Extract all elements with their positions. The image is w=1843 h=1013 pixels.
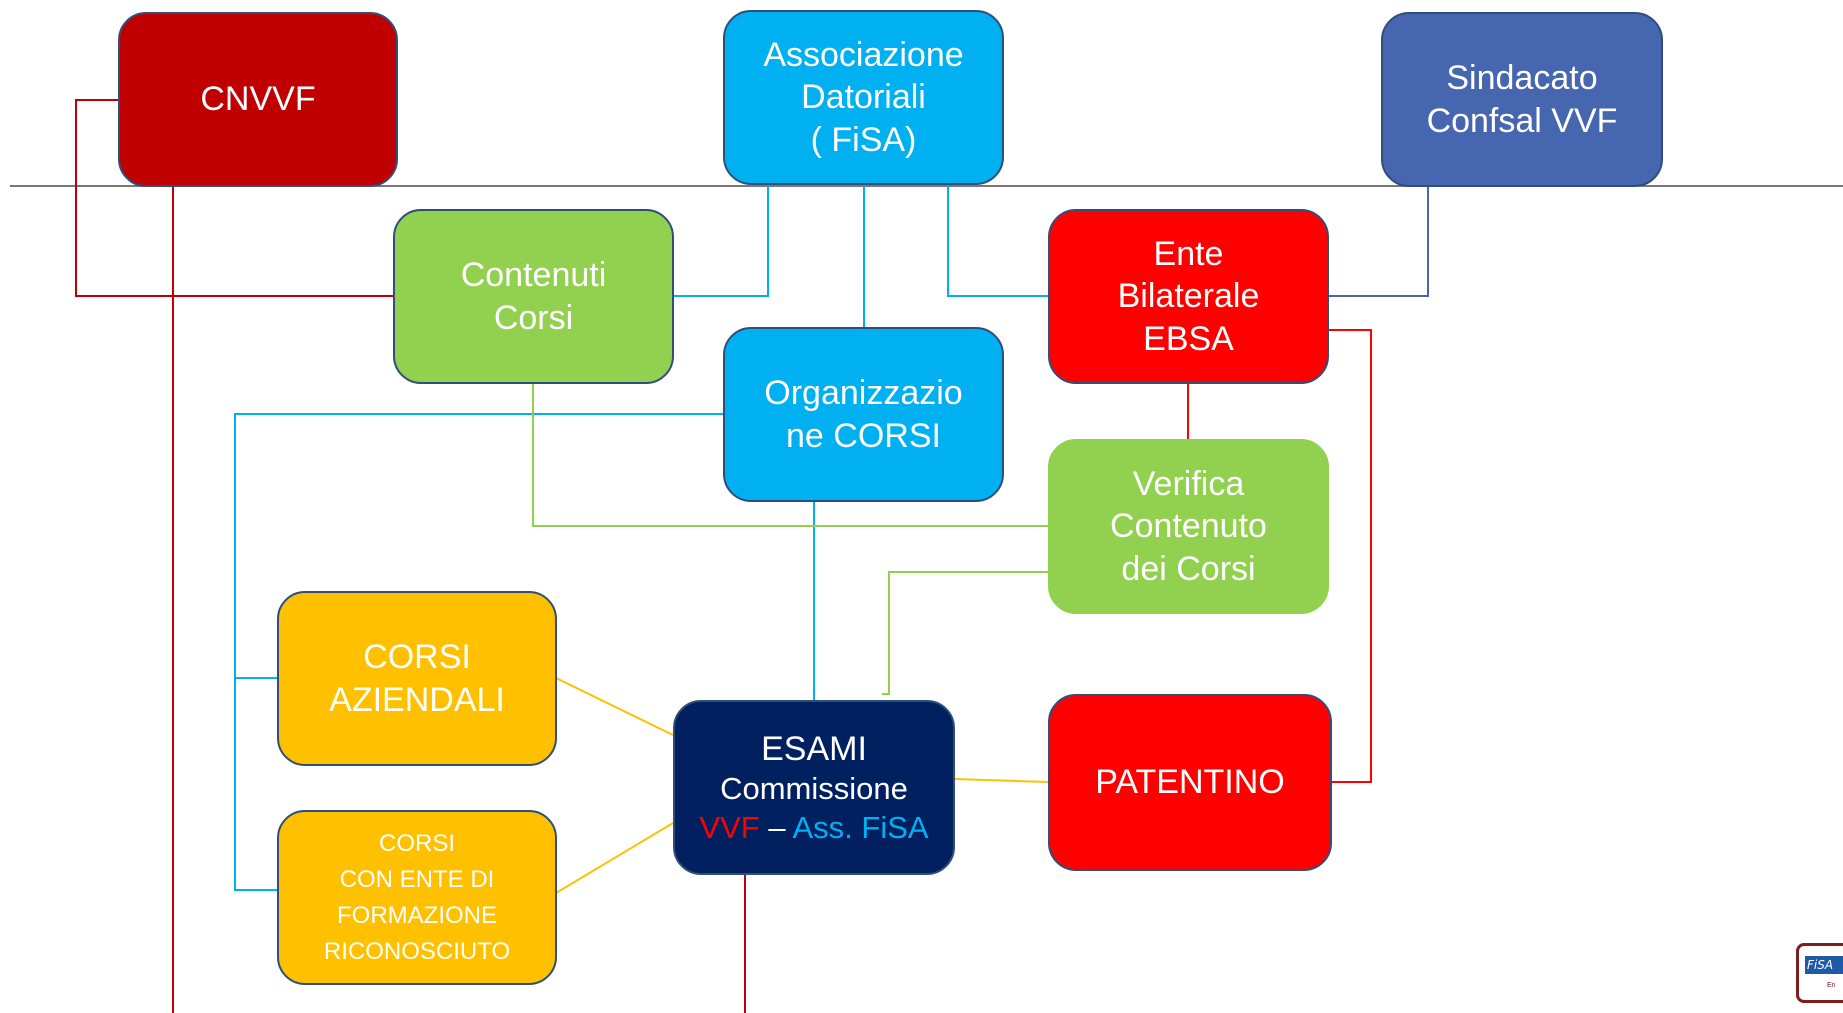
ente-bilaterale-box: Ente Bilaterale EBSA <box>1048 209 1329 384</box>
esami-to-patentino-connector <box>954 778 1049 783</box>
cnvvf-to-contenuti-connector <box>75 99 393 297</box>
dash-separator: – <box>759 809 793 845</box>
ente-to-patentino-connector <box>1328 329 1372 783</box>
associazione-label-3: ( FiSA) <box>810 120 917 159</box>
contenuti-label-2: Corsi <box>493 298 574 337</box>
contenuti-label-1: Contenuti <box>460 256 607 294</box>
fisa-label: Ass. FiSA <box>792 809 929 845</box>
verifica-label-3: dei Corsi <box>1121 549 1256 588</box>
organizzazione-corsi-box: Organizzazio ne CORSI <box>723 327 1004 502</box>
ente-label-2: Bilaterale <box>1117 277 1260 316</box>
esami-label: ESAMI <box>761 729 867 768</box>
organizzazione-label-1: Organizzazio <box>764 374 963 412</box>
patentino-box: PATENTINO <box>1048 694 1332 871</box>
contenuti-to-verifica-connector <box>532 384 1048 527</box>
contenuti-corsi-box: Contenuti Corsi <box>393 209 674 384</box>
ente-label-1: Ente <box>1153 234 1224 273</box>
corsi-ente-label-2: CON ENTE DI <box>339 865 495 893</box>
commissione-members: VVF – Ass. FiSA <box>699 809 928 848</box>
corsi-ente-formazione-box: CORSI CON ENTE DI FORMAZIONE RICONOSCIUT… <box>277 810 557 985</box>
associazione-to-contenuti-connector <box>673 186 769 297</box>
associazione-box: Associazione Datoriali ( FiSA) <box>723 10 1004 185</box>
corsi-ente-label-4: RICONOSCIUTO <box>323 937 511 965</box>
cnvvf-box: CNVVF <box>118 12 398 187</box>
aziendali-to-esami-connector <box>555 677 674 736</box>
verifica-label-1: Verifica <box>1132 464 1245 503</box>
corsi-aziendali-label-2: AZIENDALI <box>329 680 505 719</box>
sindacato-label-2: Confsal VVF <box>1426 101 1618 140</box>
sindacato-label-1: Sindacato <box>1446 59 1598 97</box>
corsi-aziendali-label-1: CORSI <box>363 638 471 676</box>
verifica-to-esami-connector <box>882 571 1048 695</box>
corsi-ente-label-3: FORMAZIONE <box>337 901 497 929</box>
verifica-label-2: Contenuto <box>1110 507 1267 546</box>
corsi-aziendali-box: CORSI AZIENDALI <box>277 591 557 766</box>
fisa-logo: FiSA En <box>1796 943 1843 1003</box>
ente-label-3: EBSA <box>1143 319 1234 358</box>
esami-commissione-box: ESAMI Commissione VVF – Ass. FiSA <box>673 700 955 875</box>
fisa-logo-text: FiSA <box>1805 956 1843 974</box>
fisa-logo-subtext: En <box>1827 982 1836 989</box>
associazione-label-1: Associazione <box>763 35 964 74</box>
associazione-to-ente-connector <box>947 186 1048 297</box>
corsi-ente-label-1: CORSI <box>378 829 455 857</box>
patentino-label: PATENTINO <box>1095 763 1285 802</box>
sindacato-to-ente-connector <box>1328 186 1429 297</box>
organizzazione-label-2: ne CORSI <box>786 416 941 455</box>
cnvvf-label: CNVVF <box>200 80 316 119</box>
sindacato-box: Sindacato Confsal VVF <box>1381 12 1663 187</box>
commissione-label: Commissione <box>720 771 908 806</box>
vvf-label: VVF <box>699 809 760 845</box>
organizzazione-to-corsi-connector <box>234 413 723 891</box>
associazione-label-2: Datoriali <box>801 78 926 117</box>
verifica-contenuto-box: Verifica Contenuto dei Corsi <box>1048 439 1329 614</box>
corsi-ente-to-esami-connector <box>555 822 674 894</box>
